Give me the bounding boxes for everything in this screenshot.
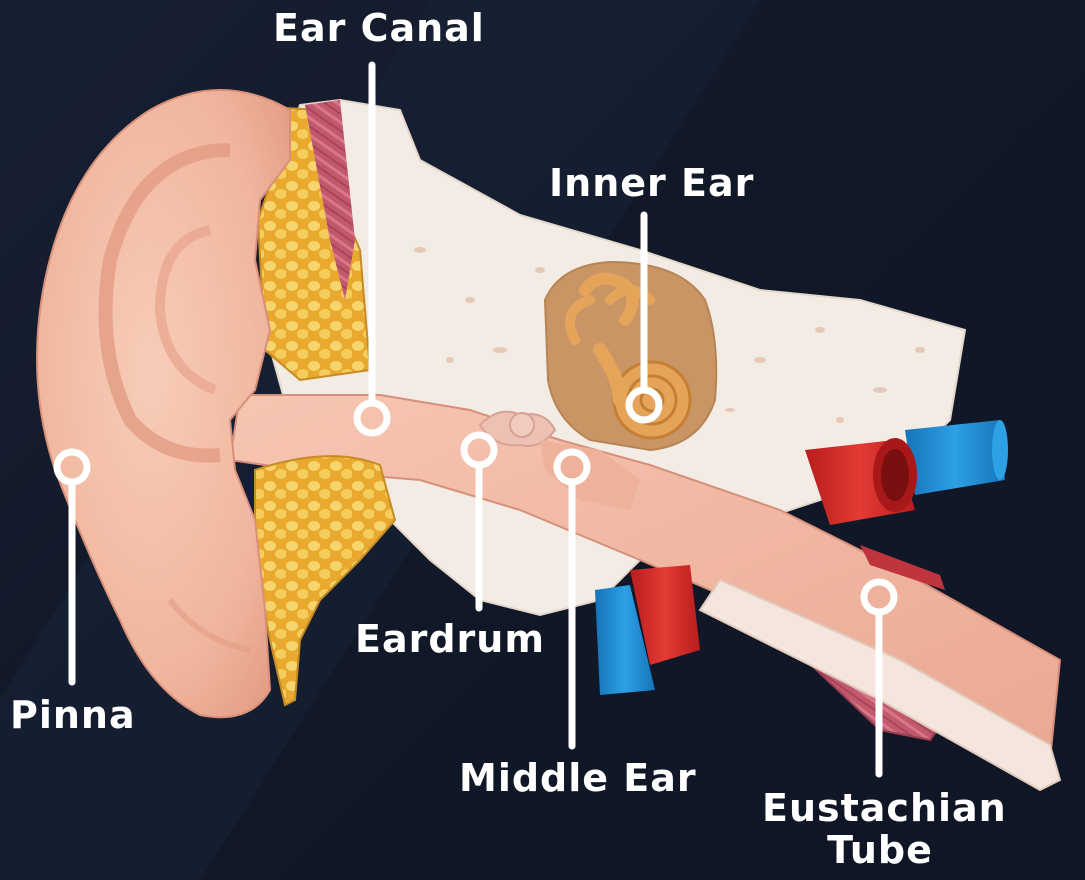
eustachian-label-line1: Eustachian — [762, 788, 998, 830]
eardrum-label: Eardrum — [355, 619, 545, 661]
eustachian-tube-label: Eustachian Tube — [762, 788, 998, 872]
ear-canal-label: Ear Canal — [273, 8, 485, 50]
inner-ear-label: Inner Ear — [549, 163, 754, 205]
eustachian-label-line2: Tube — [762, 830, 998, 872]
pinna-label: Pinna — [10, 695, 136, 737]
middle-ear-label: Middle Ear — [459, 758, 697, 800]
